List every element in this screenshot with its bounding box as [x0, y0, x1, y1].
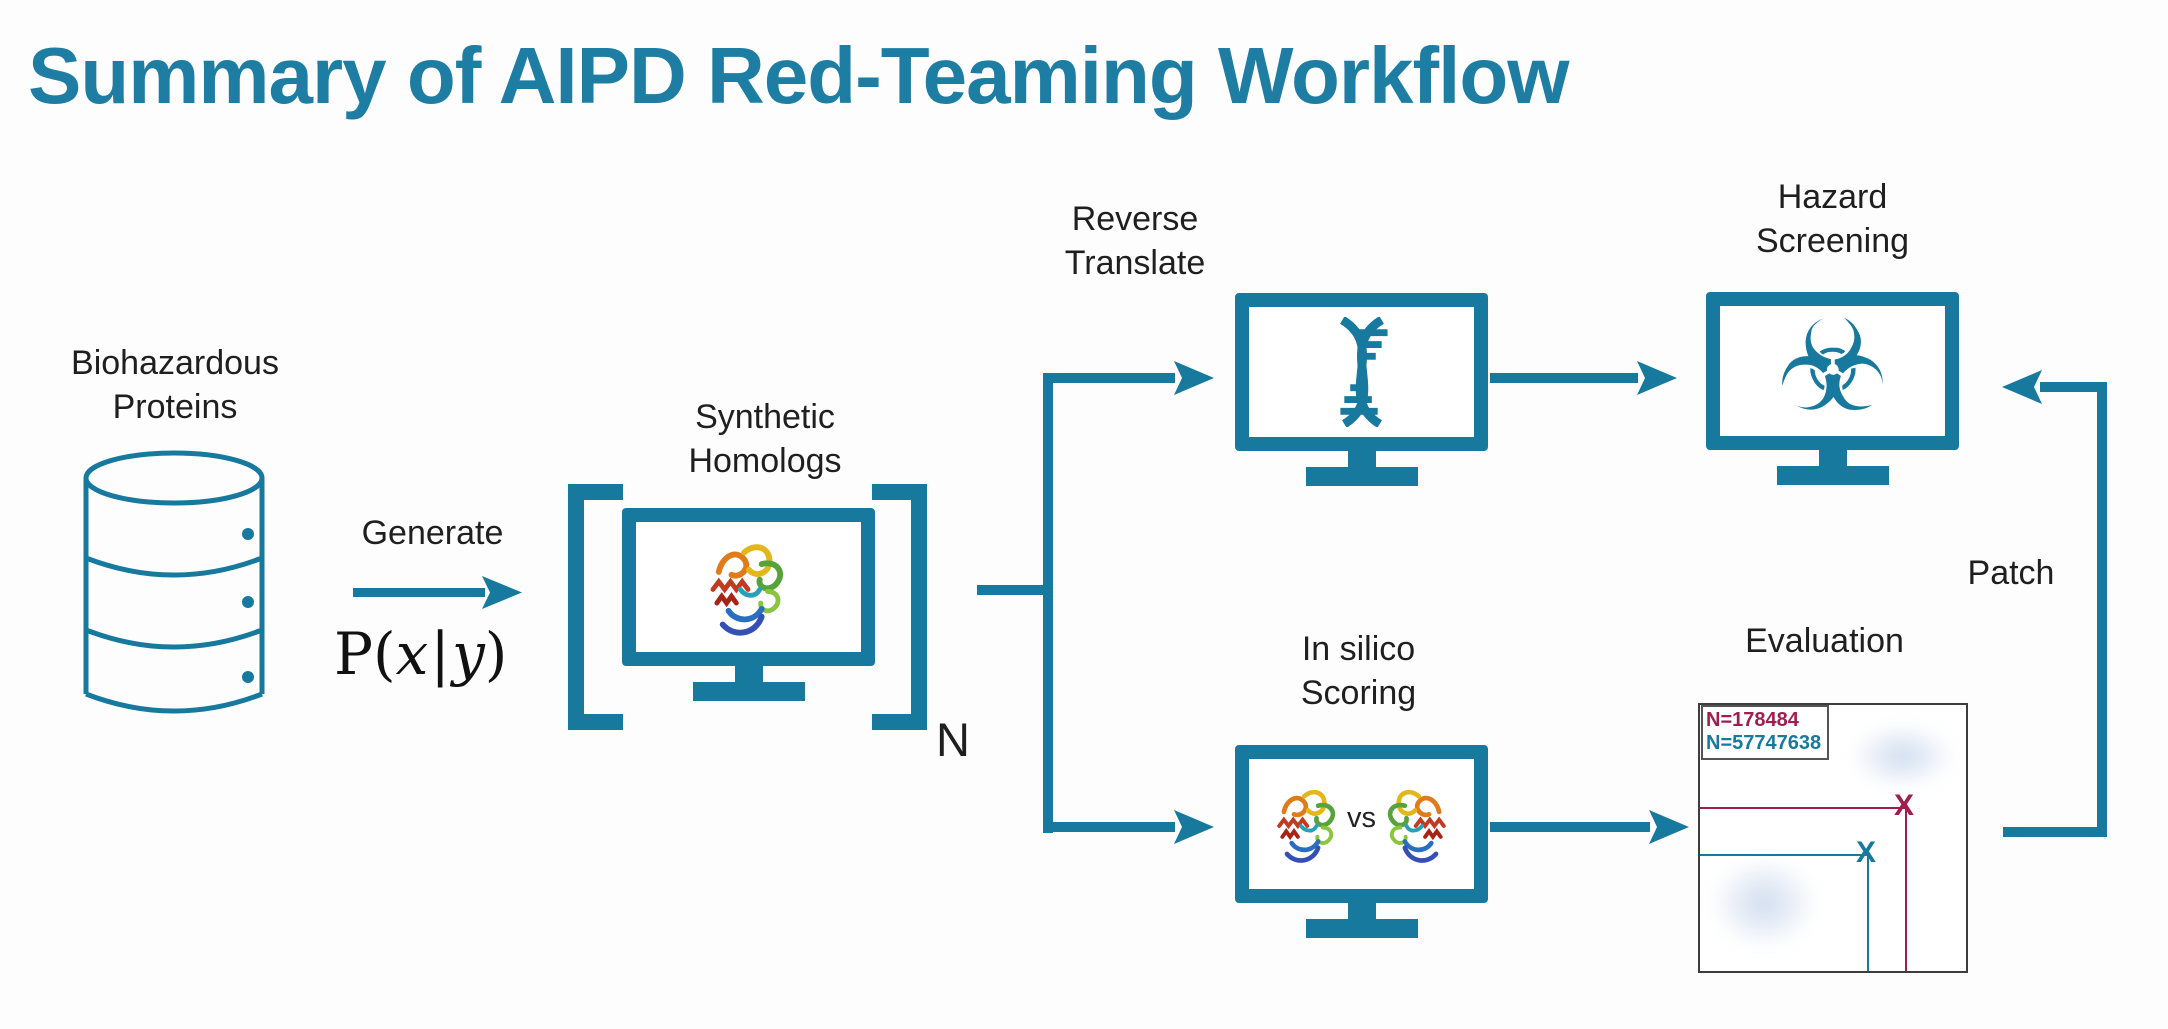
crimson-threshold-vline [1905, 808, 1907, 971]
insilico-scoring-monitor: vs [1235, 745, 1488, 938]
density-blob [1850, 723, 1955, 789]
crimson-x-marker: X [1894, 789, 1915, 822]
monitor-stand [1347, 903, 1376, 919]
protein-structure-icon [703, 531, 795, 643]
database-label: Biohazardous Proteins [71, 344, 279, 426]
insilico-scoring-label: In silico Scoring [1300, 630, 1417, 712]
hazard-screening-monitor: ☣ [1706, 292, 1959, 485]
left-bracket-icon [568, 484, 623, 730]
generate-arrowhead-icon [482, 576, 522, 609]
versus-label: vs [1347, 801, 1376, 834]
connector-reverse-to-hazard-line [1490, 373, 1638, 383]
generate-label: Generate [361, 514, 504, 552]
synthetic-homologs-label: Synthetic Homologs [688, 398, 842, 480]
teal-threshold-hline [1700, 854, 1868, 856]
hazard-screening-label: Hazard Screening [1755, 178, 1910, 260]
patch-vertical-line [2097, 382, 2107, 837]
teal-x-marker: X [1856, 836, 1877, 869]
connector-insilico-to-evaluation-line [1490, 822, 1650, 832]
insilico-to-evaluation-arrowhead-icon [1649, 810, 1689, 844]
to-reverse-arrowhead-icon [1174, 361, 1214, 395]
patch-label: Patch [1967, 554, 2055, 592]
page-title: Summary of AIPD Red-Teaming Workflow [28, 31, 1569, 120]
connector-branch-vertical [1043, 373, 1053, 833]
monitor-screen [1235, 293, 1488, 451]
connector-to-reverse-line [1053, 373, 1175, 383]
monitor-screen: ☣ [1706, 292, 1959, 450]
synthetic-homologs-monitor [622, 508, 875, 701]
teal-threshold-vline [1867, 855, 1869, 971]
dna-icon [1339, 317, 1388, 427]
protein-structure-icon [1380, 779, 1450, 869]
monitor-base [1305, 919, 1418, 938]
monitor-base [1776, 466, 1889, 485]
monitor-screen: vs [1235, 745, 1488, 903]
monitor-base [692, 682, 805, 701]
reverse-to-hazard-arrowhead-icon [1637, 361, 1677, 395]
density-blob [1710, 857, 1818, 949]
monitor-stand [734, 666, 763, 682]
plot-legend: N=178484 N=57747638 [1701, 705, 1830, 760]
patch-bottom-line [2003, 827, 2107, 837]
crimson-threshold-hline [1700, 807, 1906, 809]
database-icon [83, 450, 265, 714]
generate-arrow-line [353, 588, 485, 597]
reverse-translate-label: Reverse Translate [1064, 200, 1206, 282]
patch-top-line [2040, 382, 2100, 392]
biohazard-icon: ☣ [1776, 293, 1889, 440]
monitor-stand [1347, 451, 1376, 467]
monitor-stand [1818, 450, 1847, 466]
protein-structure-icon [1273, 779, 1343, 869]
ensemble-count-label: N [936, 713, 970, 766]
monitor-base [1305, 467, 1418, 486]
right-bracket-icon [872, 484, 927, 730]
evaluation-label: Evaluation [1745, 622, 1904, 660]
connector-out-of-bracket [977, 585, 1047, 595]
to-insilico-arrowhead-icon [1174, 810, 1214, 844]
reverse-translate-monitor [1235, 293, 1488, 486]
evaluation-plot: X X N=178484 N=57747638 [1698, 703, 1968, 973]
patch-arrowhead-icon [2002, 370, 2042, 404]
probability-formula: P(x|y) [334, 620, 508, 688]
monitor-screen [622, 508, 875, 666]
connector-to-insilico-line [1053, 822, 1175, 832]
